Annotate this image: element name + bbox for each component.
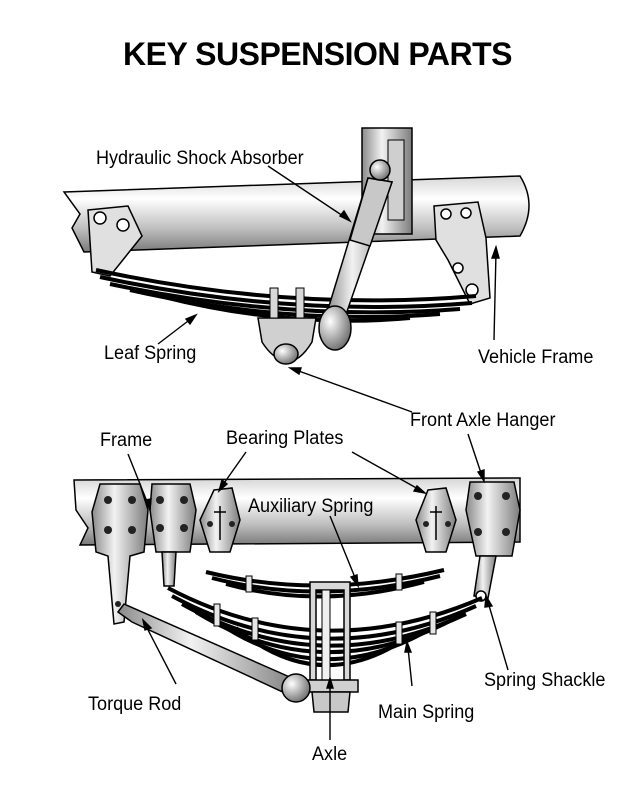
label-auxiliary-spring: Auxiliary Spring [248,496,374,517]
torque-rod [116,603,311,703]
leader-lines [127,165,509,740]
axle-stub [311,691,351,713]
hydraulic-shock-absorber [318,159,394,351]
label-axle: Axle [312,744,348,765]
front-hanger-right [433,201,491,305]
label-leaf-spring: Leaf Spring [104,343,197,364]
label-spring-shackle: Spring Shackle [484,670,606,691]
bottom-assembly [73,477,521,713]
label-front-axle-hanger: Front Axle Hanger [410,410,556,431]
frame-hanger-rear [465,481,521,557]
label-vehicle-frame: Vehicle Frame [478,347,594,368]
label-bearing-plates: Bearing Plates [226,428,344,449]
diagram-title: KEY SUSPENSION PARTS [123,36,512,72]
label-frame: Frame [100,430,153,451]
label-hydraulic-shock-absorber: Hydraulic Shock Absorber [96,148,304,169]
label-torque-rod: Torque Rod [88,694,182,715]
leaf-spring-stack [95,268,477,323]
label-main-spring: Main Spring [378,702,475,723]
frame-hanger-front [149,483,197,553]
top-assembly [62,127,530,365]
